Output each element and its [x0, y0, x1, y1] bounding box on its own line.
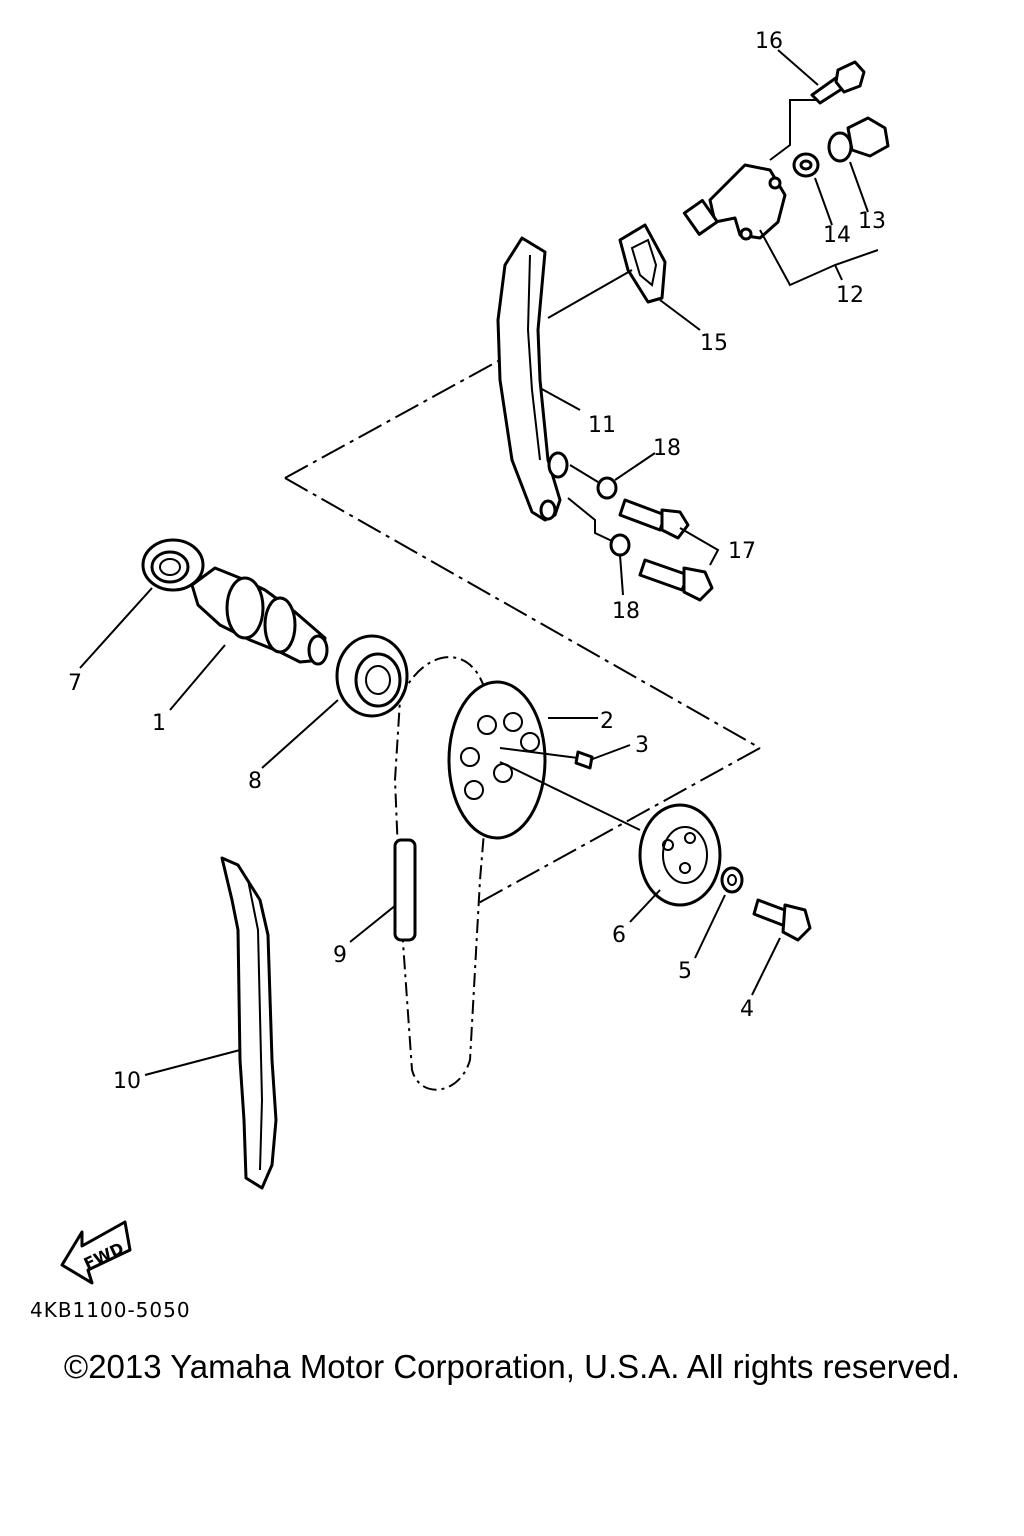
- callout-16: 16: [755, 29, 783, 54]
- part-14-washer: [792, 152, 820, 178]
- copyright-notice: ©2013 Yamaha Motor Corporation, U.S.A. A…: [63, 1348, 961, 1385]
- callout-14: 14: [823, 223, 851, 248]
- assembly-reference-outline: [284, 359, 761, 906]
- part-8-bearing: [335, 634, 409, 718]
- part-7-bearing: [141, 538, 205, 592]
- callout-6: 6: [612, 923, 626, 948]
- callout-4: 4: [740, 997, 754, 1022]
- callout-5: 5: [678, 959, 692, 984]
- part-17-bolts: [618, 498, 714, 602]
- callout-2: 2: [600, 709, 614, 734]
- callout-15: 15: [700, 331, 728, 356]
- part-18-washers: [567, 464, 631, 557]
- callout-10: 10: [113, 1069, 141, 1094]
- callout-7: 7: [68, 671, 82, 696]
- part-11-chain-guide: [496, 236, 569, 522]
- part-3-dowel-pin: [499, 747, 641, 831]
- exploded-parts-diagram: 16 13 14 12 15 11 18 17 18 7 1 2 3 8 6 9…: [60, 29, 890, 1285]
- callout-12: 12: [836, 283, 864, 308]
- part-5-washer: [720, 866, 744, 894]
- callout-17: 17: [728, 539, 756, 564]
- part-4-bolt: [752, 898, 812, 942]
- leader-lines: [79, 49, 879, 1076]
- callout-3: 3: [635, 733, 649, 758]
- callout-11: 11: [588, 413, 616, 438]
- callout-1: 1: [152, 711, 166, 736]
- callout-18-lower: 18: [612, 599, 640, 624]
- part-16-bolt: [810, 60, 866, 105]
- part-12-tensioner-assembly: [682, 163, 787, 241]
- part-13-plug: [827, 116, 890, 163]
- callout-8: 8: [248, 769, 262, 794]
- diagram-code: 4KB1100-5050: [30, 1298, 191, 1322]
- part-9-timing-chain: [393, 656, 492, 1091]
- part-15-gasket: [547, 223, 667, 319]
- part-10-lower-chain-guide: [220, 856, 278, 1190]
- part-6-plate: [638, 803, 722, 907]
- fwd-direction-arrow: FWD: [60, 1220, 132, 1285]
- callout-13: 13: [858, 209, 886, 234]
- callout-9: 9: [333, 943, 347, 968]
- callout-18-upper: 18: [653, 436, 681, 461]
- part-2-cam-sprocket: [447, 680, 547, 840]
- part-1-camshaft: [190, 566, 329, 666]
- callout-labels: 16 13 14 12 15 11 18 17 18 7 1 2 3 8 6 9…: [68, 29, 886, 1094]
